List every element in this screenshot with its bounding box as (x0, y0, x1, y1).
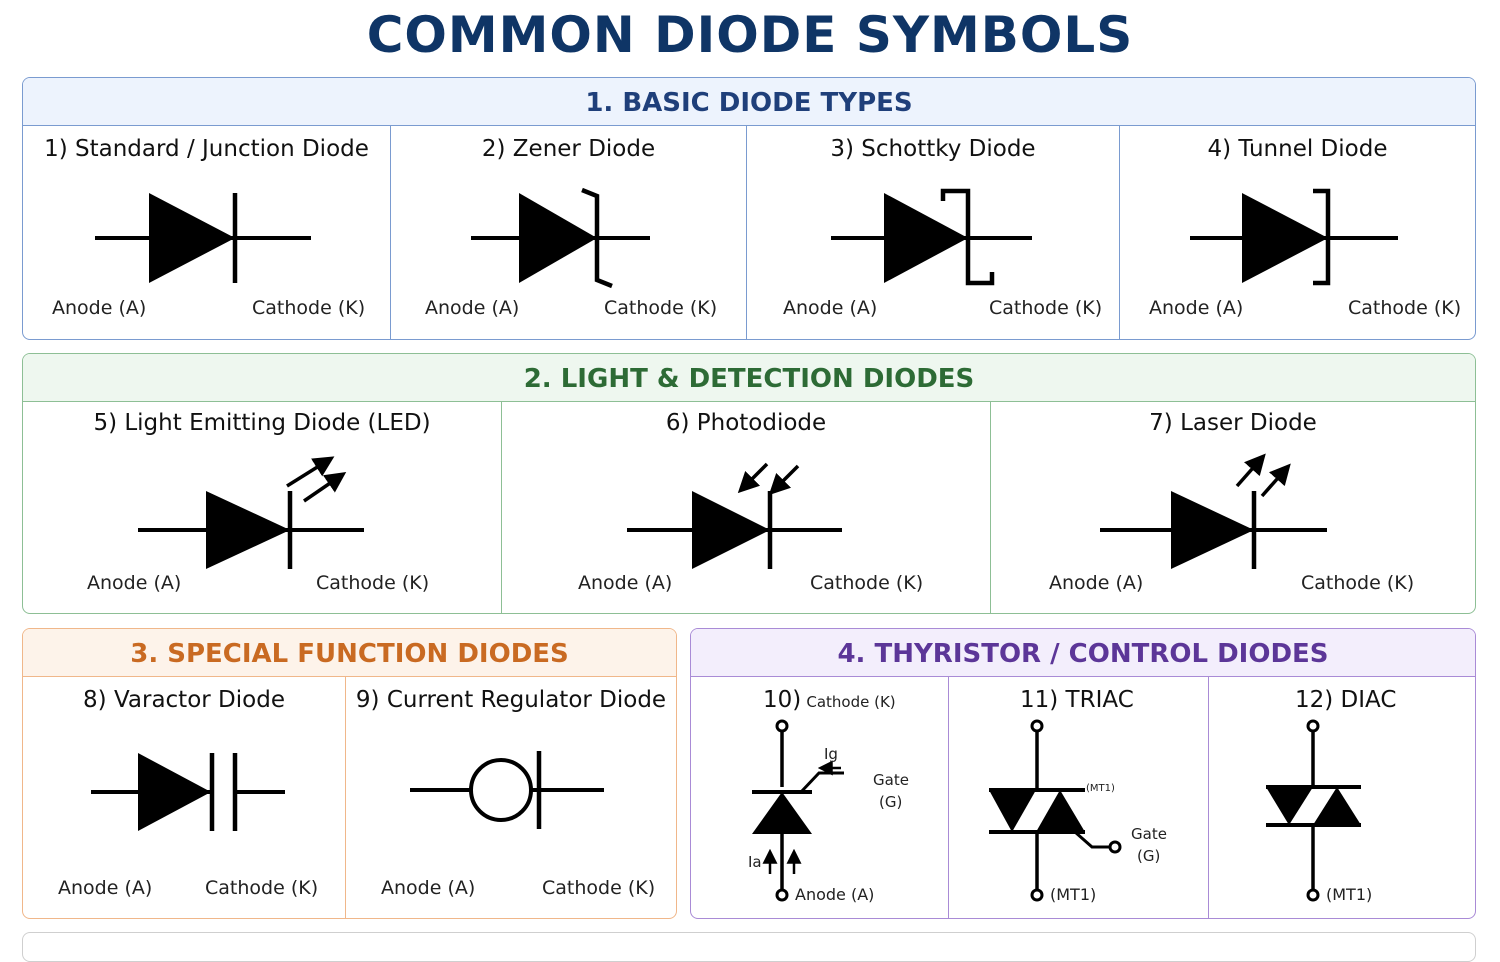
symbol-title: 7) Laser Diode (1149, 410, 1317, 436)
gate-sub-label: (G) (879, 793, 903, 811)
cathode-label: Cathode (K) (316, 572, 430, 594)
laser-diode-icon (1100, 453, 1327, 569)
cell-schottky-diode: 3) Schottky Diode Anode (A) Cathode (K) (746, 126, 1119, 339)
symbol-title: 12) DIAC (1295, 687, 1397, 713)
mt-top-label: (MT1) (1086, 783, 1115, 794)
anode-label: Anode (A) (87, 572, 182, 594)
panel-thyristor-control-diodes: 4. THYRISTOR / CONTROL DIODES 10) Cathod… (690, 628, 1476, 919)
cell-diac: 12) DIAC (MT1) (1208, 677, 1475, 918)
cell-zener-diode: 2) Zener Diode Anode (A) Cathode (K) (390, 126, 746, 339)
symbol-title: 2) Zener Diode (481, 136, 656, 162)
anode-label: Anode (A) (1049, 572, 1144, 594)
schottky-diode-icon (831, 188, 1032, 286)
cathode-label: Cathode (K) (989, 297, 1103, 319)
cathode-label: Cathode (K) (205, 877, 319, 899)
led-icon (138, 456, 364, 569)
cell-current-regulator-diode: 9) Current Regulator Diode Anode (A) Cat… (345, 677, 676, 918)
bottom-panel-edge (22, 932, 1476, 962)
cathode-label: Cathode (K) (1301, 572, 1415, 594)
symbol-title: 8) Varactor Diode (83, 687, 285, 713)
section-header: 4. THYRISTOR / CONTROL DIODES (691, 629, 1475, 677)
symbol-title: 1) Standard / Junction Diode (44, 136, 369, 162)
gate-label: Gate (1131, 825, 1167, 843)
varactor-diode-icon (91, 753, 285, 831)
cathode-label: Cathode (K) (604, 297, 718, 319)
cell-led: 5) Light Emitting Diode (LED) Anode (A) … (23, 402, 501, 613)
panel-basic-diode-types: 1. BASIC DIODE TYPES 1) Standard / Junct… (22, 77, 1476, 340)
panel-special-function-diodes: 3. SPECIAL FUNCTION DIODES 8) Varactor D… (22, 628, 677, 919)
gate-label: Gate (873, 771, 909, 789)
section-header: 1. BASIC DIODE TYPES (23, 78, 1475, 126)
current-regulator-diode-icon (410, 751, 604, 829)
cathode-label: Cathode (K) (810, 572, 924, 594)
section-header: 2. LIGHT & DETECTION DIODES (23, 354, 1475, 402)
mt1-label: (MT1) (1050, 885, 1097, 904)
anode-label: Anode (A) (1149, 297, 1244, 319)
section-header: 3. SPECIAL FUNCTION DIODES (23, 629, 676, 677)
anode-label: Anode (A) (425, 297, 520, 319)
cell-scr: 10) Cathode (K) Ig Gate (G) Ia Anode (A) (691, 677, 948, 918)
cell-laser-diode: 7) Laser Diode Anode (A) Cathode (K) (990, 402, 1475, 613)
symbol-title: 9) Current Regulator Diode (355, 687, 667, 713)
cathode-label: Cathode (K) (542, 877, 656, 899)
cell-triac: 11) TRIAC (MT1) Gate (G) (MT1) (948, 677, 1208, 918)
anode-label: Anode (A) (783, 297, 878, 319)
mt1-label: (MT1) (1326, 885, 1373, 904)
cathode-label: Cathode (K) (252, 297, 366, 319)
page-title: COMMON DIODE SYMBOLS (366, 6, 1134, 64)
cell-tunnel-diode: 4) Tunnel Diode Anode (A) Cathode (K) (1119, 126, 1475, 339)
diac-icon (1266, 719, 1361, 902)
symbol-title: 11) TRIAC (1020, 687, 1134, 713)
panel-light-detection-diodes: 2. LIGHT & DETECTION DIODES 5) Light Emi… (22, 353, 1476, 614)
gate-sub-label: (G) (1137, 847, 1161, 865)
cathode-label: Cathode (K) (1348, 297, 1462, 319)
symbol-title: 4) Tunnel Diode (1207, 136, 1388, 162)
symbol-title: 3) Schottky Diode (830, 136, 1036, 162)
cell-varactor-diode: 8) Varactor Diode Anode (A) Cathode (K) (23, 677, 345, 918)
tunnel-diode-icon (1190, 188, 1398, 286)
zener-diode-icon (471, 187, 650, 289)
ia-label: Ia (748, 853, 762, 871)
symbol-title: 10) Cathode (K) (763, 687, 896, 713)
diode-icon (95, 193, 311, 283)
symbol-title: 5) Light Emitting Diode (LED) (93, 410, 431, 436)
photodiode-icon (627, 462, 842, 569)
cell-standard-diode: 1) Standard / Junction Diode Anode (A) C… (23, 126, 390, 339)
symbol-title: 6) Photodiode (665, 410, 827, 436)
cell-photodiode: 6) Photodiode Anode (A) Cathode (K) (501, 402, 990, 613)
ig-label: Ig (824, 745, 838, 763)
anode-label: Anode (A) (578, 572, 673, 594)
anode-label: Anode (A) (58, 877, 153, 899)
anode-label: Anode (A) (795, 885, 875, 904)
triac-icon (989, 719, 1122, 902)
anode-label: Anode (A) (381, 877, 476, 899)
scr-icon (752, 719, 844, 902)
anode-label: Anode (A) (52, 297, 147, 319)
